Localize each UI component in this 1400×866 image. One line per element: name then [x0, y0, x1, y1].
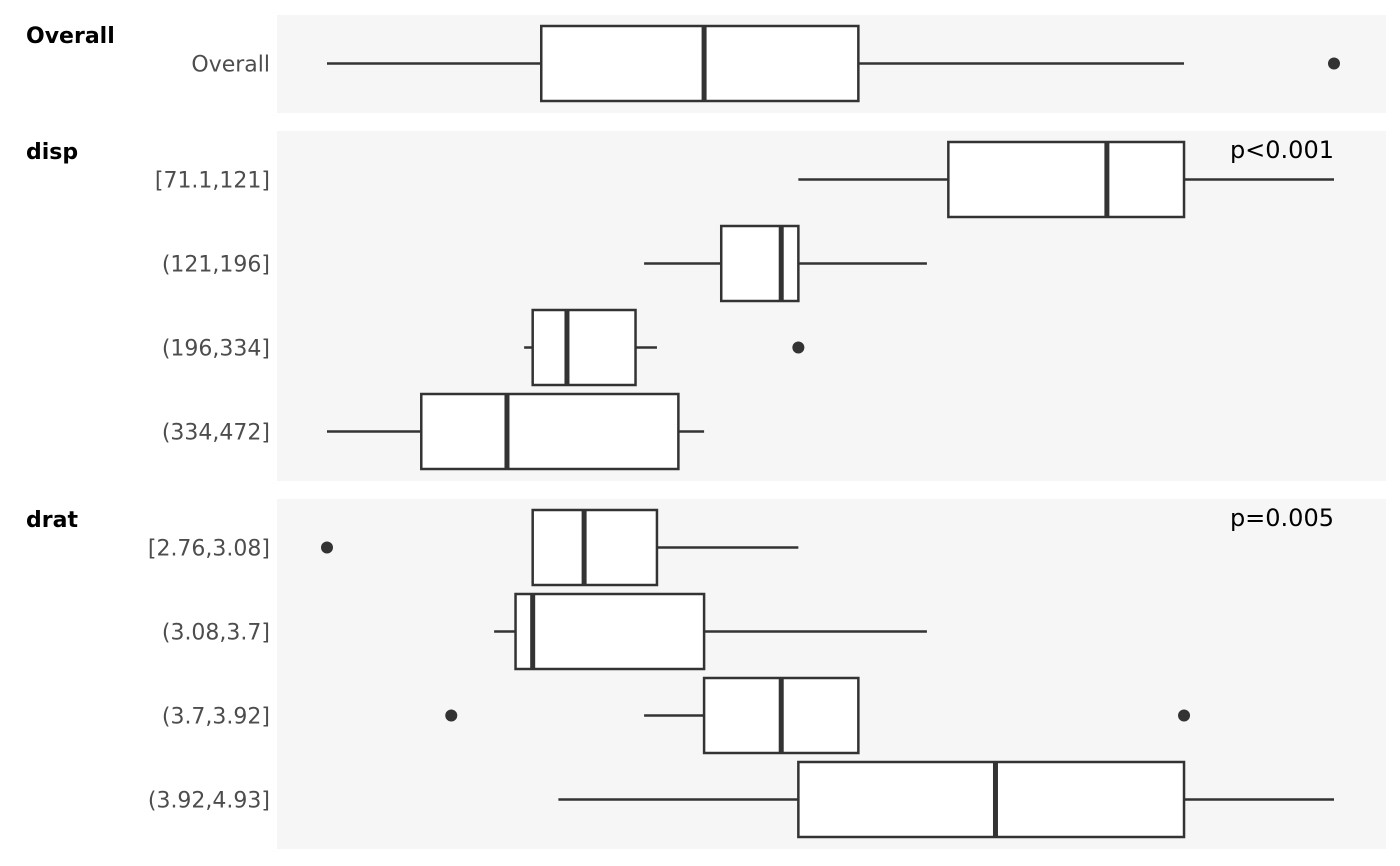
iqr-box	[514, 592, 706, 671]
category-label: (334,472]	[162, 421, 270, 446]
category-label: (3.7,3.92]	[162, 705, 270, 730]
iqr-box	[719, 224, 800, 303]
category-label: [71.1,121]	[155, 169, 270, 194]
outlier-point	[321, 541, 333, 554]
category-label: (3.08,3.7]	[162, 621, 270, 646]
outlier-point	[1328, 57, 1340, 70]
category-label: Overall	[191, 53, 270, 78]
group-title: Overall	[26, 24, 115, 49]
p-value-label: p<0.001	[1230, 136, 1334, 164]
category-label: (3.92,4.93]	[148, 789, 270, 814]
category-label: (121,196]	[162, 253, 270, 278]
category-label: (196,334]	[162, 337, 270, 362]
category-label: [2.76,3.08]	[148, 537, 270, 562]
iqr-box	[947, 140, 1186, 219]
p-value-label: p=0.005	[1230, 504, 1334, 532]
iqr-box	[531, 508, 659, 587]
iqr-box	[531, 308, 637, 387]
outlier-point	[445, 709, 458, 722]
iqr-box	[797, 760, 1186, 839]
group-title: disp	[26, 140, 78, 165]
outlier-point	[792, 341, 805, 354]
iqr-box	[540, 24, 860, 103]
outlier-point	[1178, 709, 1191, 722]
iqr-box	[420, 392, 680, 471]
group-title: drat	[26, 508, 78, 533]
